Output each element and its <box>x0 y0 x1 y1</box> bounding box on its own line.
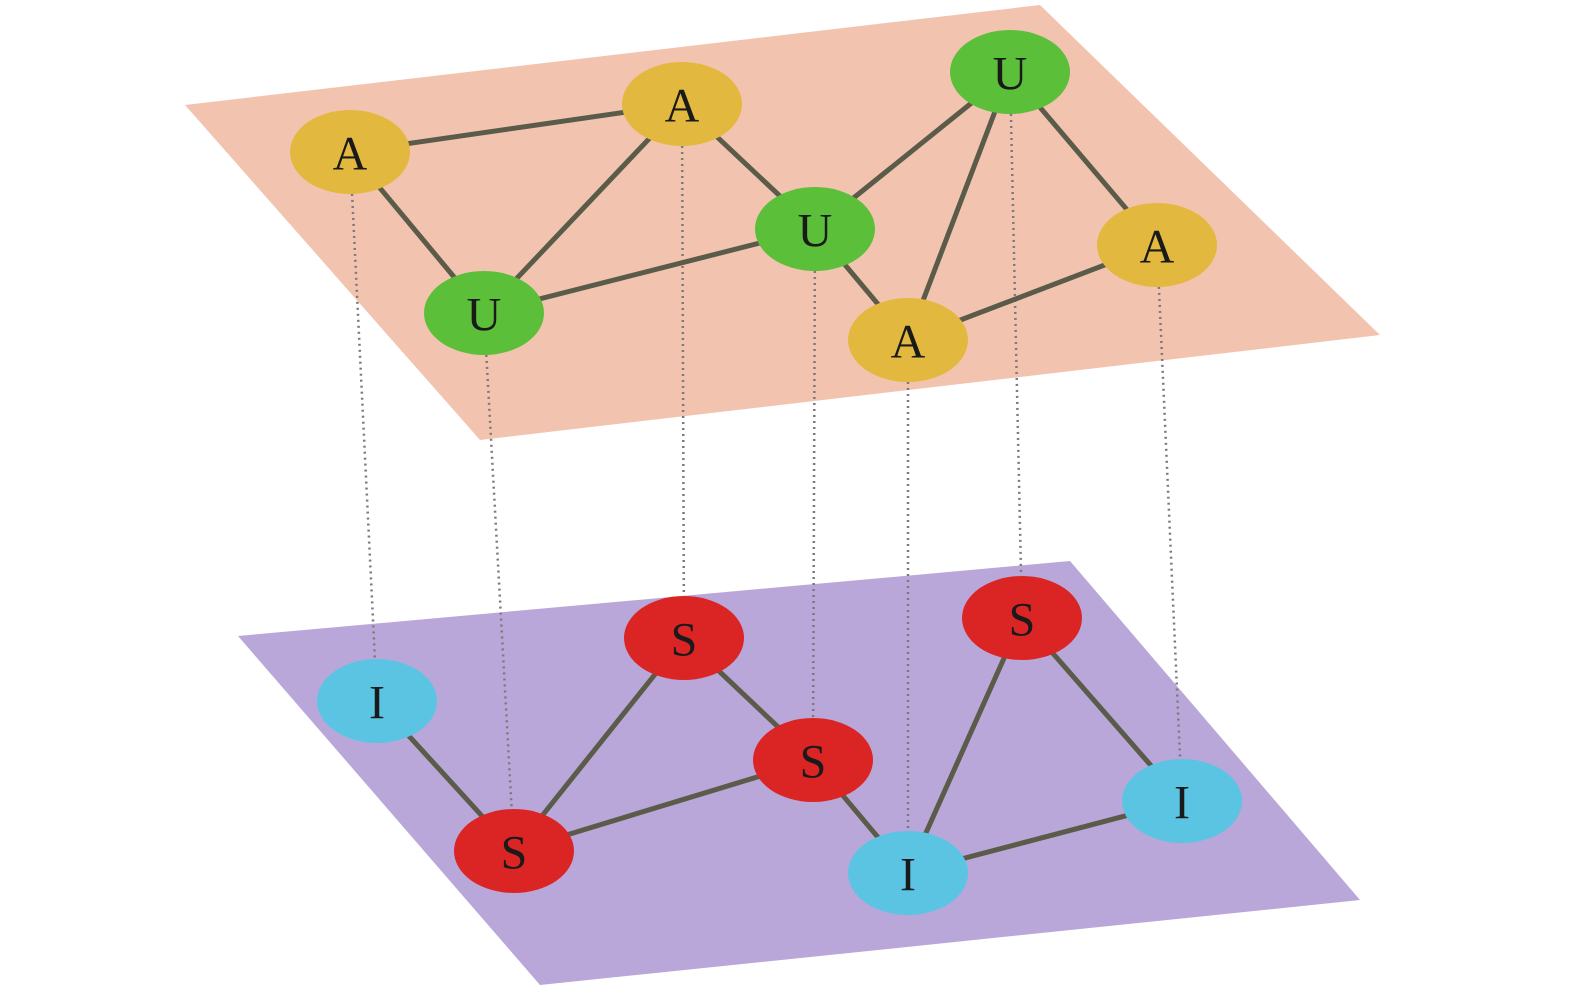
node-label: I <box>1174 777 1190 830</box>
node-label: I <box>900 849 916 902</box>
node-circle <box>848 298 968 382</box>
node-circle <box>950 30 1070 114</box>
node-label: S <box>1009 594 1036 647</box>
node-circle <box>755 187 875 271</box>
top-layer-node-u: U <box>755 187 875 271</box>
node-circle <box>424 271 544 355</box>
bottom-layer-edge <box>905 615 1025 876</box>
node-circle <box>848 831 968 915</box>
interlayer-link <box>1155 244 1184 802</box>
interlayer-link <box>811 228 817 761</box>
node-label: A <box>1140 221 1175 274</box>
bottom-layer-node-i: I <box>1122 759 1242 843</box>
bottom-layer-node-i: I <box>848 831 968 915</box>
top-layer-edge <box>905 69 1013 343</box>
bottom-layer-node-s: S <box>454 809 574 893</box>
interlayer-link <box>348 151 379 702</box>
top-layer-nodes: A A U U U A A <box>290 30 1217 382</box>
node-label: S <box>671 614 698 667</box>
node-circle <box>962 576 1082 660</box>
node-label: I <box>369 677 385 730</box>
interlayer-link <box>680 103 686 639</box>
node-circle <box>753 718 873 802</box>
node-circle <box>290 110 410 194</box>
top-layer-node-a: A <box>1097 203 1217 287</box>
node-label: S <box>800 736 827 789</box>
interlayer-links <box>348 71 1184 873</box>
top-layer-node-a: A <box>622 62 742 146</box>
node-label: U <box>993 48 1028 101</box>
node-circle <box>1122 759 1242 843</box>
bottom-layer-node-s: S <box>962 576 1082 660</box>
node-label: A <box>333 128 368 181</box>
node-circle <box>1097 203 1217 287</box>
bottom-layer-node-i: I <box>317 659 437 743</box>
node-circle <box>317 659 437 743</box>
top-layer-node-a: A <box>290 110 410 194</box>
node-label: A <box>891 316 926 369</box>
node-label: U <box>467 289 502 342</box>
node-label: A <box>665 80 700 133</box>
bottom-layer-node-s: S <box>624 596 744 680</box>
node-circle <box>624 596 744 680</box>
top-layer-node-u: U <box>950 30 1070 114</box>
node-label: U <box>798 205 833 258</box>
node-label: S <box>501 827 528 880</box>
bottom-layer-nodes: I S S S S I I <box>317 576 1242 915</box>
top-layer-node-u: U <box>424 271 544 355</box>
interlayer-link <box>1008 71 1024 619</box>
top-layer-node-a: A <box>848 298 968 382</box>
node-circle <box>454 809 574 893</box>
bottom-layer-node-s: S <box>753 718 873 802</box>
node-circle <box>622 62 742 146</box>
